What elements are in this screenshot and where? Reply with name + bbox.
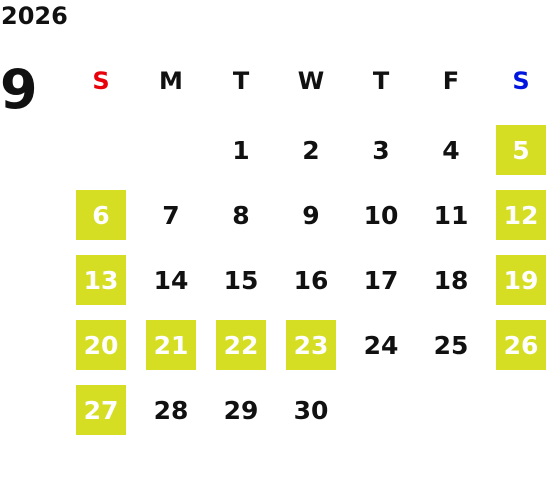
day-cell-holiday: 6 xyxy=(76,190,126,240)
day-cell-holiday: 20 xyxy=(76,320,126,370)
day-cell: 7 xyxy=(162,200,180,230)
day-cell: 28 xyxy=(153,395,189,425)
day-cell-holiday: 13 xyxy=(76,255,126,305)
weekday-header: W xyxy=(297,67,325,95)
day-cell: 14 xyxy=(153,265,189,295)
month-number: 9 xyxy=(0,58,38,121)
day-cell: 2 xyxy=(302,135,320,165)
weekday-header: F xyxy=(442,67,460,95)
weekday-header: M xyxy=(159,67,183,95)
day-cell: 29 xyxy=(223,395,259,425)
year-label: 2026 xyxy=(1,2,68,30)
day-cell: 17 xyxy=(363,265,399,295)
weekday-header: T xyxy=(372,67,390,95)
day-cell-holiday: 5 xyxy=(496,125,546,175)
day-cell-holiday: 27 xyxy=(76,385,126,435)
day-cell: 1 xyxy=(232,135,250,165)
day-cell-holiday: 19 xyxy=(496,255,546,305)
day-cell: 24 xyxy=(363,330,399,360)
day-cell: 9 xyxy=(302,200,320,230)
day-cell-holiday: 23 xyxy=(286,320,336,370)
day-cell: 16 xyxy=(293,265,329,295)
weekday-header: T xyxy=(232,67,250,95)
day-cell: 11 xyxy=(433,200,469,230)
day-cell-holiday: 12 xyxy=(496,190,546,240)
day-cell-holiday: 21 xyxy=(146,320,196,370)
day-cell-holiday: 22 xyxy=(216,320,266,370)
day-cell: 15 xyxy=(223,265,259,295)
day-cell: 3 xyxy=(372,135,390,165)
weekday-header: S xyxy=(92,67,110,95)
day-cell: 8 xyxy=(232,200,250,230)
day-cell: 25 xyxy=(433,330,469,360)
day-cell: 18 xyxy=(433,265,469,295)
day-cell-holiday: 26 xyxy=(496,320,546,370)
weekday-header: S xyxy=(512,67,530,95)
day-cell: 30 xyxy=(293,395,329,425)
day-cell: 10 xyxy=(363,200,399,230)
day-cell: 4 xyxy=(442,135,460,165)
